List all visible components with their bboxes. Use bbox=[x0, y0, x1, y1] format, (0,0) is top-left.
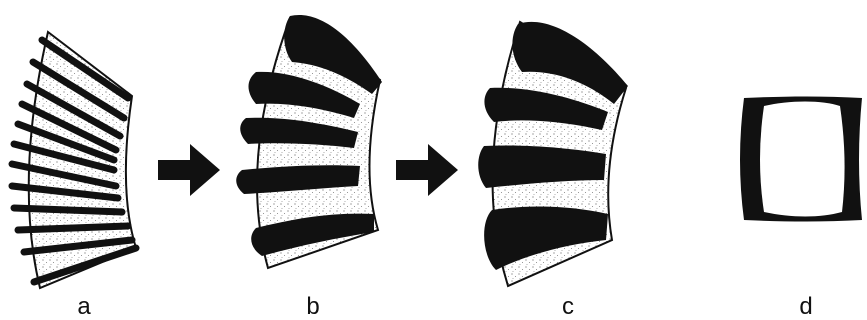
panel-c-column bbox=[478, 22, 628, 286]
arrow-b-to-c bbox=[396, 144, 458, 196]
arrow-a-to-b bbox=[158, 144, 220, 196]
panel-label-d: d bbox=[799, 293, 812, 320]
panel-b-column bbox=[236, 15, 382, 268]
panel-label-b: b bbox=[306, 293, 319, 320]
panel-d-vertebra bbox=[740, 97, 862, 222]
panel-label-c: c bbox=[562, 293, 574, 320]
panel-label-a: a bbox=[77, 293, 91, 320]
panel-a-column bbox=[12, 32, 136, 288]
